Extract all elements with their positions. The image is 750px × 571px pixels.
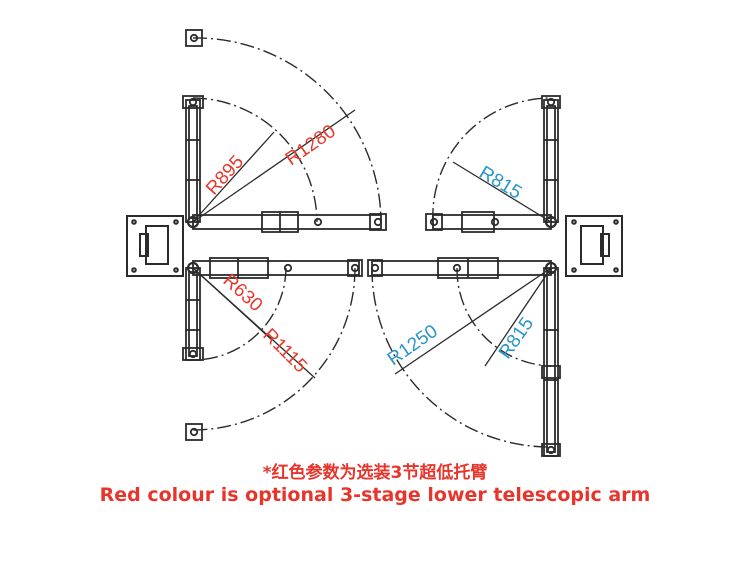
right-upper-arm-vertical [541,95,561,223]
arc-left-lower-long [192,267,356,431]
caption-english: Red colour is optional 3-stage lower tel… [99,484,651,506]
radius-lines [192,109,552,379]
right-column-base [565,215,623,277]
label-left-lower-short: R630 [219,270,267,316]
arc-left-lower-short [192,267,287,361]
right-lower-arm-horizontal [367,257,552,279]
pivot-points [186,215,558,275]
left-upper-arm-vertical [182,95,204,223]
left-upper-arm-horizontal [192,211,387,233]
label-right-lower-short: R815 [495,314,538,363]
left-far-pads [185,29,203,441]
right-upper-arm-horizontal [425,211,552,233]
caption-chinese: *红色参数为选装3节超低托臂 [262,463,488,483]
arc-left-upper-long [192,37,382,223]
left-lower-arm-vertical [182,267,204,361]
label-left-upper-long: R1280 [282,121,340,170]
arc-right-upper [432,97,552,223]
arc-right-lower-long [371,267,552,448]
label-left-lower-long: R1115 [258,325,310,377]
label-left-upper-short: R895 [202,152,248,200]
left-lower-arm-horizontal [192,257,363,279]
swing-arcs [192,37,552,448]
arc-right-lower-short [456,267,552,367]
arc-left-upper-short [192,97,318,223]
label-right-upper: R815 [475,162,525,203]
left-column-base [126,215,184,277]
right-lower-arm-vertical [541,267,561,457]
